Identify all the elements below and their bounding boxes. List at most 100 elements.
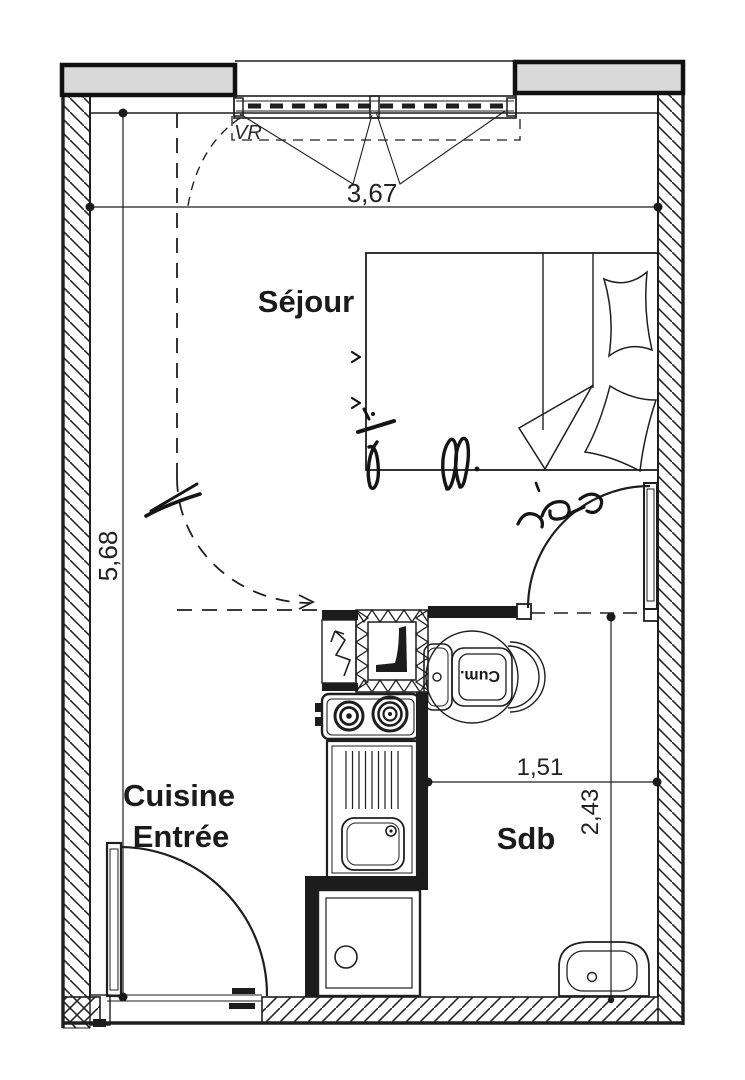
casement-opening-symbol-left bbox=[239, 113, 373, 185]
water-heater-label: Cum. bbox=[460, 667, 500, 684]
burner-left bbox=[333, 700, 365, 732]
entrance-jamb-stop bbox=[93, 1019, 106, 1027]
folded-blanket-corner bbox=[517, 383, 595, 471]
stove bbox=[315, 692, 421, 741]
toilet-seat-inner bbox=[458, 653, 507, 701]
sink-basin bbox=[341, 817, 405, 871]
pen-tick2 bbox=[534, 481, 541, 493]
casement-opening-symbol-right bbox=[375, 110, 506, 185]
dimension-dot bbox=[653, 202, 663, 212]
burner-left-ring bbox=[339, 706, 359, 726]
room-label-entree: Entrée bbox=[133, 819, 229, 854]
pen-dot bbox=[371, 412, 375, 416]
pen-loop2 bbox=[441, 437, 459, 491]
entrance-door-swing-arc bbox=[120, 845, 269, 997]
window-swing-dashed-arc bbox=[186, 117, 241, 213]
handwritten-annotations bbox=[144, 350, 604, 529]
kitchen-right-partition-wall bbox=[416, 692, 428, 878]
burner-left-center bbox=[346, 713, 352, 719]
top-left-wall-block bbox=[59, 62, 238, 98]
stove-knob bbox=[315, 717, 322, 726]
burner-right-center bbox=[388, 712, 392, 716]
stove-outline bbox=[320, 692, 421, 741]
toilet-bowl-outer-arc bbox=[509, 641, 546, 713]
left-wall-hatch bbox=[62, 94, 91, 1029]
window-assembly: VR bbox=[186, 95, 521, 213]
pen-stroke3 bbox=[149, 482, 199, 513]
window-right-jamb bbox=[506, 97, 517, 117]
room-label-sdb: Sdb bbox=[497, 821, 556, 856]
entrance-door-leaf-inner bbox=[109, 848, 119, 991]
dimension-dot bbox=[85, 202, 95, 212]
cumulus-water-heater bbox=[425, 630, 519, 724]
duct-outer bbox=[355, 609, 429, 693]
pen-tick bbox=[362, 407, 371, 421]
shower-top-wall bbox=[305, 876, 428, 890]
dimension-value-151: 1,51 bbox=[517, 754, 564, 781]
dimension-window-wall-width: 3,67 bbox=[85, 178, 663, 212]
burner-right bbox=[371, 695, 409, 733]
bed bbox=[365, 252, 659, 473]
duct-inner bbox=[367, 621, 417, 681]
ventilation-duct bbox=[354, 608, 430, 694]
room-label-cuisine: Cuisine bbox=[123, 778, 235, 813]
toilet-flush-button bbox=[432, 672, 442, 682]
pillow-top bbox=[602, 270, 654, 358]
door-jamb-left bbox=[516, 603, 532, 620]
toilet-tank-inner bbox=[427, 647, 449, 707]
sink-inner-line bbox=[331, 745, 413, 874]
kitchen-top-wall-bar bbox=[322, 610, 358, 620]
pen-chevron bbox=[350, 350, 362, 364]
dimension-dot bbox=[606, 612, 616, 622]
sink-drain-dot bbox=[389, 829, 393, 833]
room-label-sejour: Séjour bbox=[258, 284, 354, 319]
pen-stroke bbox=[356, 419, 396, 434]
bathroom-partition-and-door bbox=[428, 482, 659, 622]
sink-basin-inner bbox=[346, 822, 400, 866]
shower-tray bbox=[316, 888, 422, 998]
shutter-box-dashed-outline bbox=[231, 116, 521, 141]
entrance-door bbox=[89, 841, 269, 1027]
door-strike-plate bbox=[232, 988, 255, 994]
duct-zigzag-left bbox=[354, 609, 370, 691]
window-center-mullion bbox=[369, 95, 380, 119]
pen-scribble-arc bbox=[516, 492, 604, 529]
pen-chevron2 bbox=[350, 396, 362, 410]
dimension-sdb-depth: 2,43 bbox=[577, 612, 616, 1004]
dimension-value-367: 3,67 bbox=[347, 178, 398, 208]
door-strike-plate2 bbox=[229, 1003, 255, 1009]
toilet-tank bbox=[423, 643, 453, 711]
drainboard-lines bbox=[345, 751, 399, 809]
arrowhead-icon bbox=[298, 594, 316, 610]
bathroom-door-leaf-inner bbox=[646, 488, 655, 602]
bathroom-door-swing-arc bbox=[526, 484, 651, 609]
kitchen-block bbox=[305, 608, 430, 998]
door-jamb-right bbox=[643, 608, 659, 622]
dimension-value-568: 5,68 bbox=[93, 531, 123, 582]
dimension-dot bbox=[607, 996, 615, 1004]
bed-outline bbox=[365, 252, 659, 471]
shower-tray-inner bbox=[325, 897, 413, 989]
exterior-walls bbox=[59, 59, 686, 1029]
duct-zigzag-bottom bbox=[355, 678, 429, 694]
dimension-sdb-width: 1,51 bbox=[423, 754, 662, 787]
pen-stroke2 bbox=[144, 492, 202, 518]
duct-zigzag-top bbox=[355, 608, 429, 624]
kitchen-sink bbox=[325, 739, 419, 880]
window-left-jamb bbox=[233, 97, 244, 117]
entrance-door-leaf bbox=[105, 841, 123, 998]
washbasin-outline bbox=[558, 941, 650, 997]
dimension-left-wall-height: 5,68 bbox=[93, 108, 128, 1002]
kitchen-mid-wall-bar bbox=[322, 683, 358, 691]
partition-wall-segment bbox=[428, 606, 517, 618]
dimension-dot bbox=[118, 108, 128, 118]
burner-right-ring bbox=[377, 701, 403, 727]
bathroom-door-leaf bbox=[643, 482, 658, 610]
stove-knob bbox=[315, 703, 322, 712]
duct-pipe-corner bbox=[376, 626, 407, 672]
bottom-wall-right-part bbox=[261, 996, 659, 1024]
burner-right-ring2 bbox=[382, 706, 398, 722]
dimension-dot bbox=[652, 777, 662, 787]
toilet-bowl-arc bbox=[507, 645, 540, 709]
dashed-zone-boundary bbox=[176, 113, 322, 611]
